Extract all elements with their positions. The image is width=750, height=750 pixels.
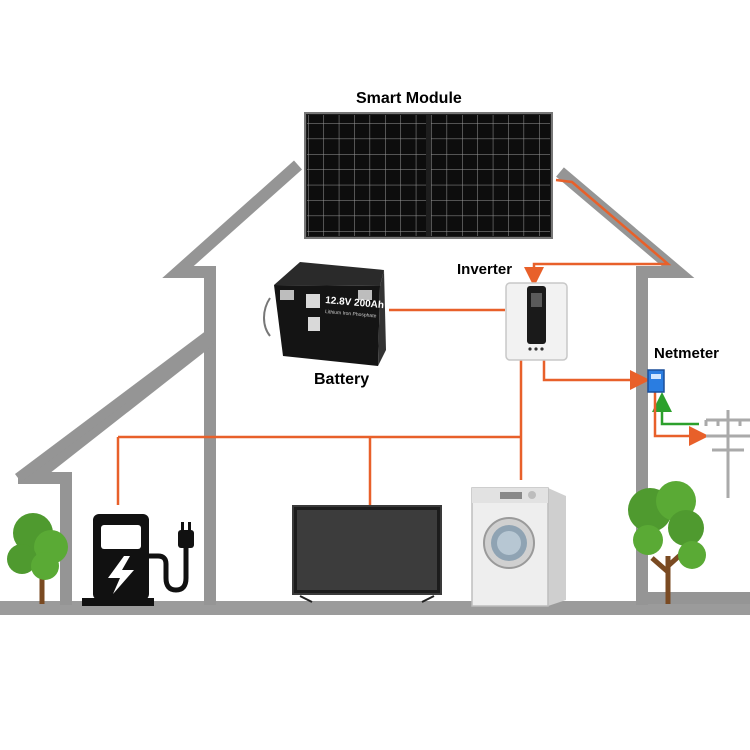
tree-icon	[628, 481, 706, 604]
solar-panel	[304, 112, 553, 239]
netmeter-label: Netmeter	[654, 345, 720, 362]
battery-device	[263, 262, 386, 366]
power-wiring	[116, 178, 672, 505]
ev-charger-icon	[82, 514, 194, 606]
tree-icon	[7, 513, 68, 604]
utility-pole-icon	[704, 410, 750, 498]
battery-rating-text: 12.8V 200Ah	[325, 295, 385, 311]
battery-subtitle-text: Lithium Iron Phosphate	[325, 309, 377, 319]
ground-line	[0, 601, 750, 615]
inverter-label: Inverter	[457, 261, 513, 278]
washing-machine-icon	[471, 487, 566, 607]
netmeter-device	[647, 369, 665, 393]
grid-connection	[652, 392, 709, 446]
side-roof	[15, 330, 213, 482]
solar-module-label: Smart Module	[356, 90, 462, 107]
inverter-device	[505, 282, 568, 361]
tv-icon	[292, 505, 442, 603]
battery-label: Battery	[314, 371, 370, 388]
